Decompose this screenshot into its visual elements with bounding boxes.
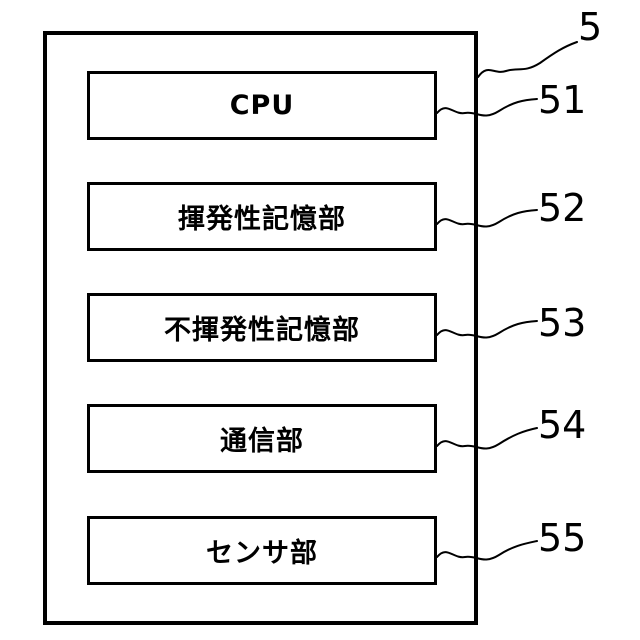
- ref-label-51: 51: [538, 78, 587, 122]
- block-sensor-unit: センサ部: [87, 516, 437, 585]
- block-nonvolatile-memory-label: 不揮発性記憶部: [164, 315, 360, 346]
- ref-label-54: 54: [538, 403, 587, 447]
- block-communication-unit: 通信部: [87, 404, 437, 473]
- block-communication-unit-label: 通信部: [220, 426, 304, 457]
- ref-label-device-5: 5: [578, 5, 603, 49]
- block-volatile-memory-label: 揮発性記憶部: [178, 204, 346, 235]
- block-cpu-label: CPU: [229, 90, 295, 121]
- block-volatile-memory: 揮発性記憶部: [87, 182, 437, 251]
- block-cpu: CPU: [87, 71, 437, 140]
- device-outer-box: [43, 31, 478, 625]
- block-sensor-unit-label: センサ部: [206, 538, 318, 569]
- ref-label-52: 52: [538, 186, 587, 230]
- ref-label-55: 55: [538, 516, 587, 560]
- ref-label-53: 53: [538, 301, 587, 345]
- leader-line-5: [477, 41, 578, 78]
- block-nonvolatile-memory: 不揮発性記憶部: [87, 293, 437, 362]
